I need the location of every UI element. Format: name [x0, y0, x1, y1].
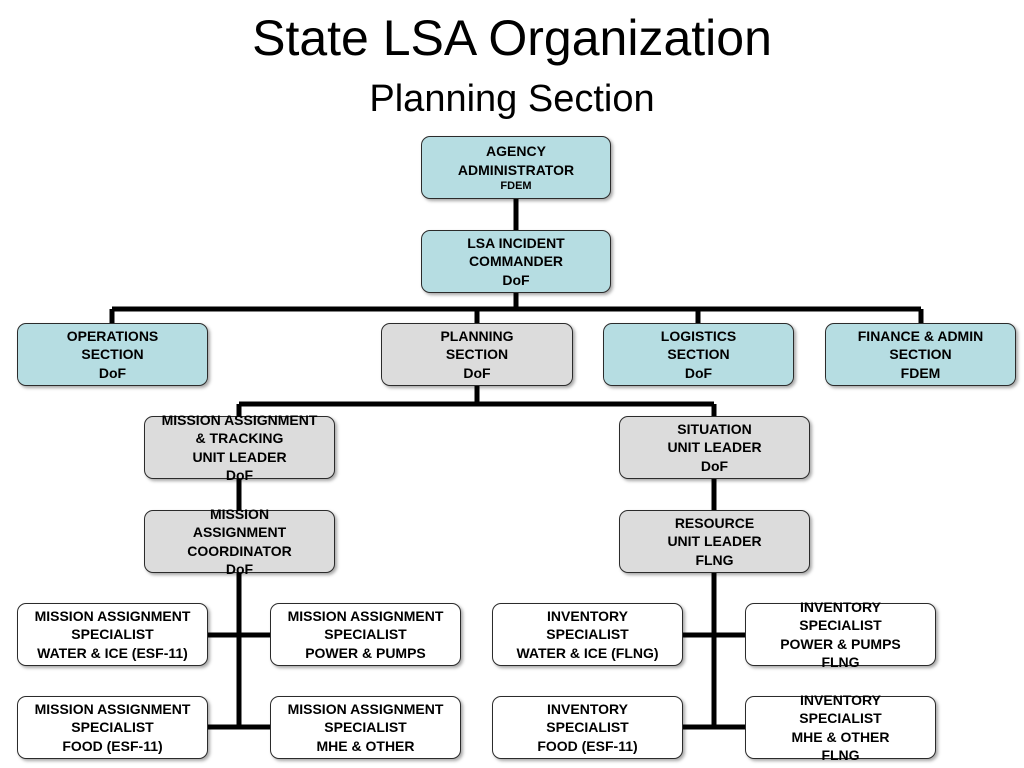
planning-section-box: PLANNING SECTION DoF	[381, 323, 573, 386]
page-subtitle: Planning Section	[369, 78, 655, 120]
operations-section-box: OPERATIONS SECTION DoF	[17, 323, 208, 386]
agency-administrator-box: AGENCY ADMINISTRATOR FDEM	[421, 136, 611, 199]
incident-commander-box: LSA INCIDENT COMMANDER DoF	[421, 230, 611, 293]
ma-specialist-food-box: MISSION ASSIGNMENT SPECIALIST FOOD (ESF-…	[17, 696, 208, 759]
ma-specialist-water-ice-box: MISSION ASSIGNMENT SPECIALIST WATER & IC…	[17, 603, 208, 666]
inventory-specialist-mhe-other-box: INVENTORY SPECIALIST MHE & OTHER FLNG	[745, 692, 936, 763]
mission-assignment-coordinator-box: MISSION ASSIGNMENT COORDINATOR DoF	[144, 506, 335, 577]
finance-admin-section-box: FINANCE & ADMIN SECTION FDEM	[825, 323, 1016, 386]
inventory-specialist-power-pumps-box: INVENTORY SPECIALIST POWER & PUMPS FLNG	[745, 599, 936, 670]
page-title: State LSA Organization	[252, 10, 772, 66]
logistics-section-box: LOGISTICS SECTION DoF	[603, 323, 794, 386]
resource-unit-leader-box: RESOURCE UNIT LEADER FLNG	[619, 510, 810, 573]
mission-assignment-tracking-box: MISSION ASSIGNMENT & TRACKING UNIT LEADE…	[144, 412, 335, 483]
ma-specialist-power-pumps-box: MISSION ASSIGNMENT SPECIALIST POWER & PU…	[270, 603, 461, 666]
inventory-specialist-food-box: INVENTORY SPECIALIST FOOD (ESF-11)	[492, 696, 683, 759]
ma-specialist-mhe-other-box: MISSION ASSIGNMENT SPECIALIST MHE & OTHE…	[270, 696, 461, 759]
situation-unit-leader-box: SITUATION UNIT LEADER DoF	[619, 416, 810, 479]
inventory-specialist-water-ice-box: INVENTORY SPECIALIST WATER & ICE (FLNG)	[492, 603, 683, 666]
